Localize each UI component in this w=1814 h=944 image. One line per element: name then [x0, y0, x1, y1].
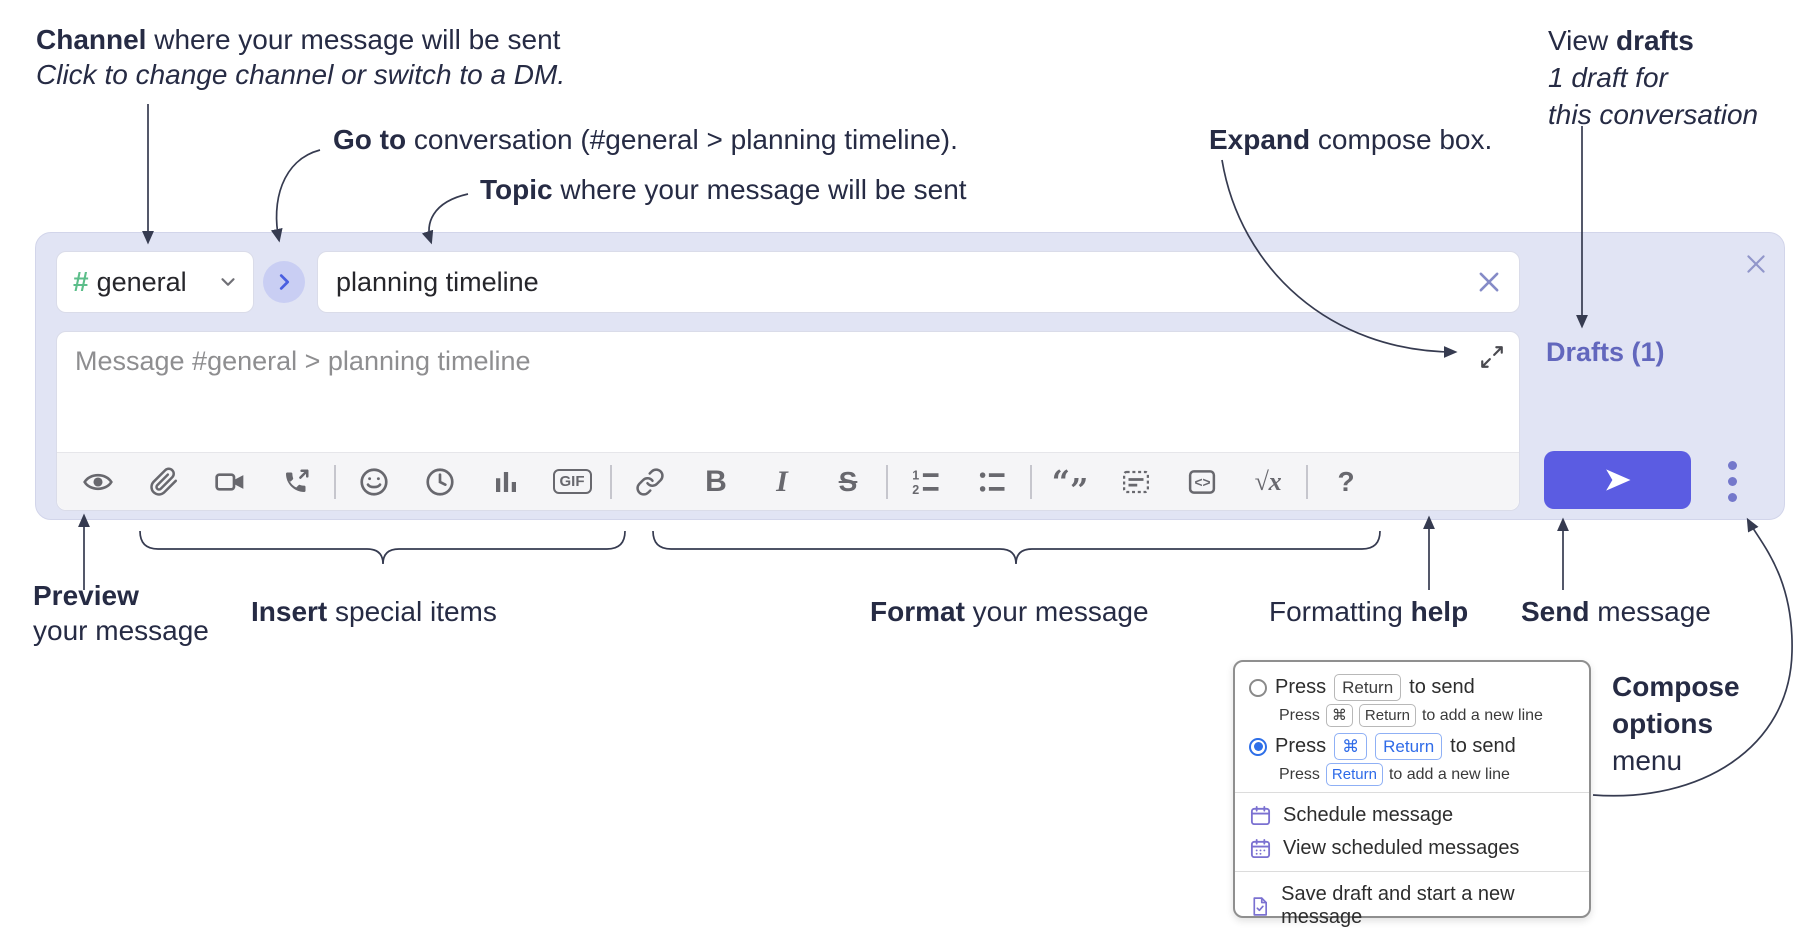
menu-item-save-draft[interactable]: Save draft and start a new message — [1249, 878, 1575, 934]
send-button[interactable] — [1544, 451, 1691, 509]
bullet-list-icon[interactable] — [959, 453, 1025, 511]
arrow-goto — [270, 149, 321, 243]
link-icon[interactable] — [617, 453, 683, 511]
option-cmd-return-to-send[interactable]: Press ⌘ Return to send — [1249, 733, 1575, 760]
chevron-down-icon — [217, 271, 239, 293]
bold-icon[interactable]: B — [705, 464, 727, 498]
menu-divider — [1235, 792, 1589, 793]
svg-text:<>: <> — [1195, 475, 1211, 490]
expand-compose-icon[interactable] — [1479, 344, 1505, 370]
channel-name: general — [96, 266, 187, 297]
cmd-keycap: ⌘ — [1325, 704, 1353, 727]
drafts-link[interactable]: Drafts (1) — [1546, 337, 1665, 367]
svg-text:1: 1 — [912, 468, 919, 482]
compose-options-menu: Press Return to send Press ⌘ Return to a… — [1233, 660, 1591, 928]
toolbar-divider — [334, 464, 336, 499]
close-compose-icon[interactable] — [1743, 251, 1769, 277]
menu-divider — [1235, 871, 1589, 872]
strikethrough-icon[interactable]: S — [838, 465, 858, 497]
radio-selected-icon[interactable] — [1249, 737, 1267, 756]
message-card: GIF B I S 12 “” — [56, 331, 1520, 511]
calendar-list-icon — [1250, 838, 1271, 859]
calendar-icon — [1250, 805, 1271, 826]
compose-box: # general Drafts (1) — [35, 232, 1785, 520]
compose-options-button[interactable] — [1717, 453, 1747, 509]
spoiler-icon[interactable] — [1103, 453, 1169, 511]
topic-field[interactable] — [317, 251, 1520, 313]
message-input[interactable] — [57, 332, 1457, 448]
italic-icon[interactable]: I — [776, 464, 788, 498]
option-cmd-return-sub: Press Return to add a new line — [1279, 763, 1575, 786]
menu-item-schedule-message[interactable]: Schedule message — [1249, 799, 1575, 832]
annotation-formatting-help: Formatting help — [1269, 596, 1469, 627]
preview-icon[interactable] — [65, 453, 131, 511]
math-icon[interactable]: √x — [1254, 466, 1282, 496]
attach-file-icon[interactable] — [131, 453, 197, 511]
return-keycap: Return — [1325, 763, 1383, 786]
emoji-icon[interactable] — [341, 453, 407, 511]
annotation-topic: Topic where your message will be sent — [480, 174, 967, 205]
chevron-right-icon — [279, 274, 290, 290]
annotation-view-drafts: View drafts 1 draft for this conversatio… — [1548, 25, 1759, 130]
brace-format — [652, 530, 1381, 565]
option-return-sub: Press ⌘ Return to add a new line — [1279, 704, 1575, 727]
toolbar-divider — [1030, 464, 1032, 499]
annotation-compose-options: Compose options menu — [1612, 671, 1740, 776]
video-call-icon[interactable] — [197, 453, 263, 511]
gif-icon[interactable]: GIF — [539, 453, 605, 511]
formatting-help-icon[interactable]: ? — [1337, 465, 1355, 497]
channel-hash-icon: # — [73, 266, 89, 297]
clear-topic-icon[interactable] — [1475, 268, 1503, 296]
annotation-channel-line2: Click to change channel or switch to a D… — [36, 59, 566, 90]
annotation-goto: Go to conversation (#general > planning … — [333, 124, 958, 155]
annotation-channel-bold: Channel — [36, 24, 147, 55]
return-keycap: Return — [1334, 674, 1402, 701]
time-icon[interactable] — [407, 453, 473, 511]
brace-insert — [139, 530, 626, 565]
return-keycap: Return — [1358, 704, 1416, 727]
radio-unselected-icon[interactable] — [1249, 678, 1267, 697]
code-icon[interactable]: <> — [1169, 453, 1235, 511]
annotation-expand: Expand compose box. — [1209, 124, 1493, 155]
topic-input[interactable] — [336, 266, 1475, 298]
svg-text:2: 2 — [912, 482, 919, 496]
cmd-keycap: ⌘ — [1334, 733, 1368, 760]
annotation-insert: Insert special items — [251, 596, 497, 627]
channel-selector[interactable]: # general — [56, 251, 254, 313]
quote-icon[interactable]: “” — [1051, 462, 1089, 509]
menu-item-view-scheduled[interactable]: View scheduled messages — [1249, 832, 1575, 865]
draft-check-icon — [1253, 896, 1267, 916]
annotation-preview: Preview your message — [33, 580, 209, 646]
return-keycap: Return — [1375, 733, 1443, 760]
annotation-channel: Channel where your message will be sent … — [36, 22, 565, 92]
option-return-to-send[interactable]: Press Return to send — [1249, 674, 1575, 701]
send-icon — [1605, 469, 1630, 491]
audio-call-icon[interactable] — [263, 453, 329, 511]
toolbar-divider — [1306, 464, 1308, 499]
annotation-send: Send message — [1521, 596, 1711, 627]
annotation-channel-rest: where your message will be sent — [146, 24, 561, 55]
go-to-conversation-button[interactable] — [263, 261, 305, 303]
toolbar-divider — [886, 464, 888, 499]
poll-icon[interactable] — [473, 453, 539, 511]
toolbar-divider — [610, 464, 612, 499]
annotation-format: Format your message — [870, 596, 1149, 627]
